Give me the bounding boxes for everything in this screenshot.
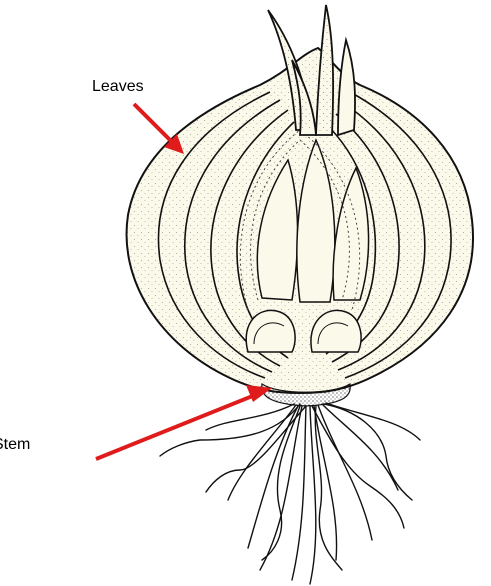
leaves-label: Leaves: [92, 78, 144, 96]
leaves-arrow-line: [134, 104, 176, 146]
stem-arrow: [96, 385, 272, 459]
leaves-arrow: [134, 104, 184, 154]
stem-label: Stem: [0, 436, 30, 454]
onion-bulb: [127, 5, 473, 406]
roots: [160, 403, 420, 584]
stem-arrow-line: [96, 393, 260, 459]
